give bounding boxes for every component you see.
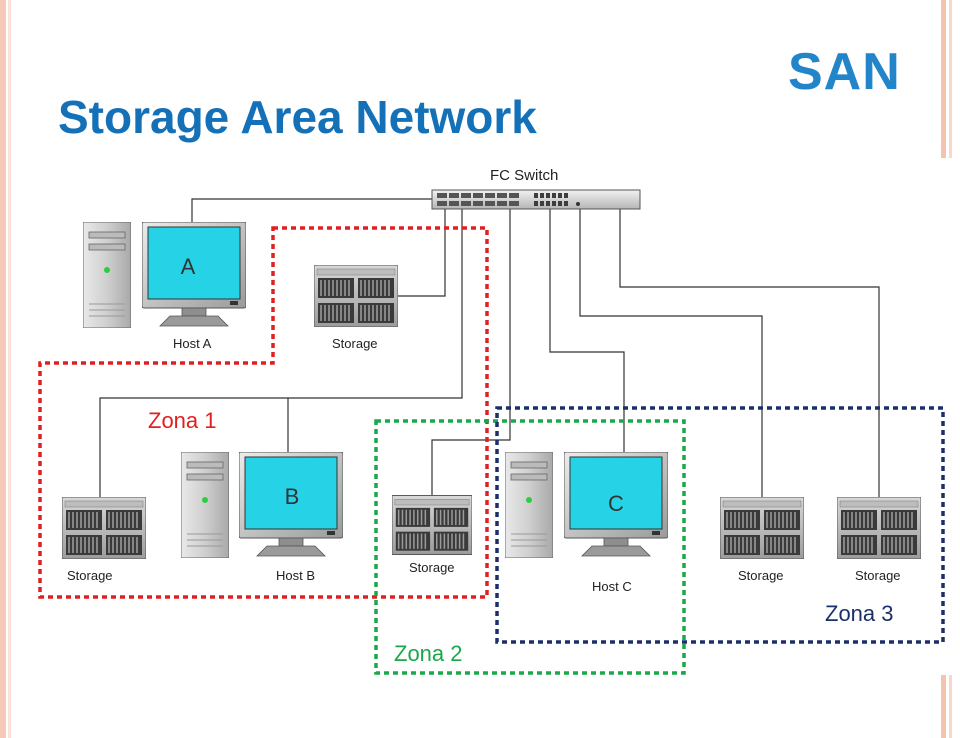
storage-label: Storage [409, 560, 455, 575]
storage-zona3-b: Storage [837, 497, 921, 583]
host-c-label: Host C [592, 579, 632, 594]
storage-zona1: Storage [62, 497, 146, 583]
storage-label: Storage [738, 568, 784, 583]
switch-label: FC Switch [490, 167, 558, 184]
slide-title: Storage Area Network [58, 91, 537, 143]
zona2-outline [374, 419, 686, 675]
link-storage-zona1 [99, 209, 463, 500]
monitor-letter-c: C [608, 491, 624, 516]
zona1-outline [38, 226, 489, 599]
storage-zona2: Storage [392, 495, 472, 575]
host-a-label: Host A [173, 336, 212, 351]
link-storage-top [398, 209, 446, 297]
storage-array-icon [314, 265, 398, 327]
host-b: B Host B [181, 452, 343, 583]
storage-array-icon [62, 497, 146, 559]
zona3-label: Zona 3 [825, 601, 894, 626]
tower-pc-icon [181, 452, 229, 558]
left-border-stripe [0, 0, 6, 738]
tower-pc-icon [505, 452, 553, 558]
storage-label: Storage [855, 568, 901, 583]
right-border-stripe-bottom-thin [949, 675, 952, 738]
fc-switch: FC Switch [431, 167, 641, 210]
link-host-a [191, 198, 432, 222]
zona3-outline [495, 406, 945, 644]
corner-label: SAN [788, 43, 901, 101]
storage-array-icon [837, 497, 921, 559]
storage-label: Storage [67, 568, 113, 583]
monitor-letter-b: B [285, 484, 300, 509]
right-border-stripe-top [941, 0, 946, 158]
storage-array-icon [392, 495, 472, 555]
storage-array-icon [720, 497, 804, 559]
right-border-stripe-top-thin [949, 0, 952, 158]
host-c: C Host C [505, 452, 668, 594]
zona1-label: Zona 1 [148, 408, 217, 433]
host-b-label: Host B [276, 568, 315, 583]
storage-zona3-a: Storage [720, 497, 804, 583]
right-border-stripe-bottom [941, 675, 946, 738]
monitor-letter-a: A [181, 254, 196, 279]
tower-pc-icon [83, 222, 131, 328]
storage-top: Storage [314, 265, 398, 351]
left-border-stripe-thin [8, 0, 11, 738]
link-storage-zona2 [431, 209, 511, 498]
storage-label: Storage [332, 336, 378, 351]
link-storage-zona3-b [619, 209, 880, 500]
zona2-label: Zona 2 [394, 641, 463, 666]
link-host-c [549, 209, 625, 455]
host-a: A Host A [83, 222, 246, 351]
